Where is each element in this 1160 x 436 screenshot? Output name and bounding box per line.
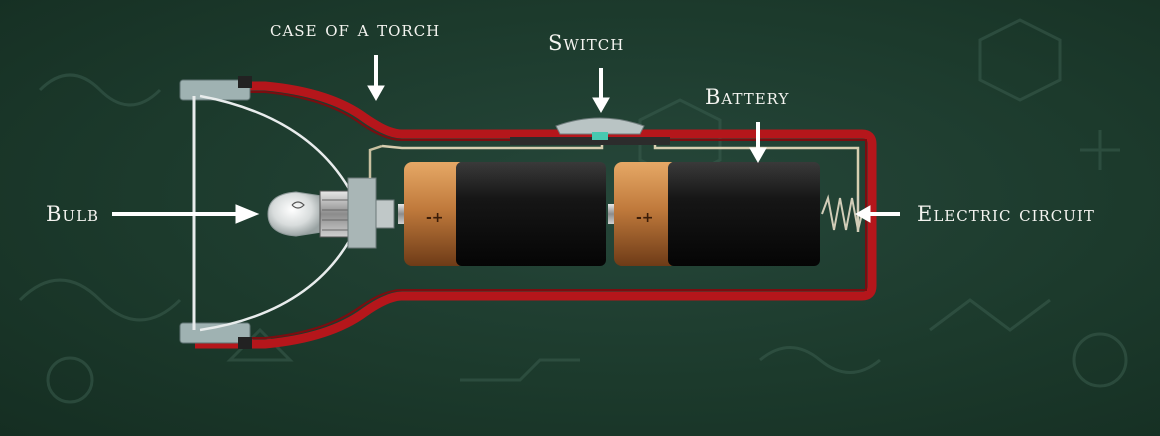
bulb-label: Bulb xyxy=(46,202,100,226)
switch-label: Switch xyxy=(548,31,625,55)
arrow-case xyxy=(367,55,385,102)
battery-left-marking: -+ xyxy=(426,210,444,226)
battery-right-marking: -+ xyxy=(636,210,654,226)
electric-circuit-label: Electric circuit xyxy=(917,202,1095,226)
arrow-switch xyxy=(592,68,610,114)
arrow-circuit xyxy=(854,205,900,223)
switch-icon xyxy=(510,117,670,145)
battery-label: Battery xyxy=(705,85,790,109)
case-label: case of a torch xyxy=(270,17,441,41)
arrow-bulb xyxy=(112,204,260,224)
arrow-battery xyxy=(749,122,767,164)
battery-right: -+ xyxy=(608,162,820,266)
bulb-icon xyxy=(267,190,351,238)
battery-left: -+ xyxy=(398,162,606,266)
